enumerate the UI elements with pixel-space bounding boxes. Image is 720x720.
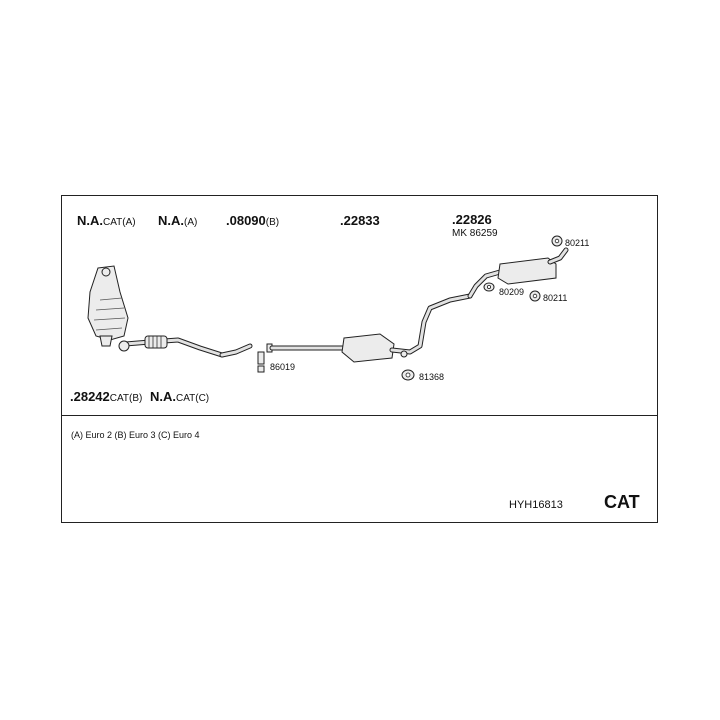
part-suffix: (A) (184, 217, 198, 228)
part-label-22833: .22833 (340, 213, 380, 228)
label-80211-top: 80211 (565, 238, 590, 248)
middle-silencer (269, 293, 473, 363)
part-number: .08090 (226, 213, 266, 228)
label-81368: 81368 (419, 372, 445, 382)
part-number: .28242 (70, 389, 110, 404)
rubber-mount-81368 (401, 369, 415, 381)
part-label-08090: .08090(B) (226, 213, 279, 228)
catalytic-converter (87, 265, 129, 347)
rear-silencer (467, 247, 569, 299)
euro-legend: (A) Euro 2 (B) Euro 3 (C) Euro 4 (71, 430, 200, 440)
rubber-mount-80209 (483, 282, 495, 292)
kit-code: HYH16813 (509, 499, 563, 511)
part-number: .22826 (452, 212, 492, 227)
rubber-mount-80211-top (551, 235, 563, 247)
part-number: N.A. (158, 213, 184, 228)
rubber-mount-80211-bottom (529, 290, 541, 302)
part-label-22826: .22826 (452, 212, 492, 227)
part-suffix: CAT(A) (103, 217, 136, 228)
part-suffix: CAT(B) (109, 393, 143, 404)
part-label-28242: .28242CAT(B) (70, 389, 142, 404)
label-86019: 86019 (270, 362, 296, 372)
part-suffix: CAT(C) (176, 393, 210, 404)
diagram-frame (61, 195, 658, 523)
mk-label: MK 86259 (452, 228, 498, 239)
part-number: N.A. (150, 389, 176, 404)
label-80211-bottom: 80211 (543, 293, 568, 303)
hanger-86019 (257, 351, 265, 373)
label-80209: 80209 (499, 287, 525, 297)
part-label-cat-a: N.A.CAT(A) (77, 213, 136, 228)
legend-divider (61, 415, 658, 416)
part-label-a: N.A.(A) (158, 213, 197, 228)
front-pipe (118, 335, 253, 358)
part-number: N.A. (77, 213, 103, 228)
category-label: CAT (604, 492, 640, 512)
part-number: .22833 (340, 213, 380, 228)
part-label-cat-c: N.A.CAT(C) (150, 389, 209, 404)
part-suffix: (B) (265, 217, 280, 228)
